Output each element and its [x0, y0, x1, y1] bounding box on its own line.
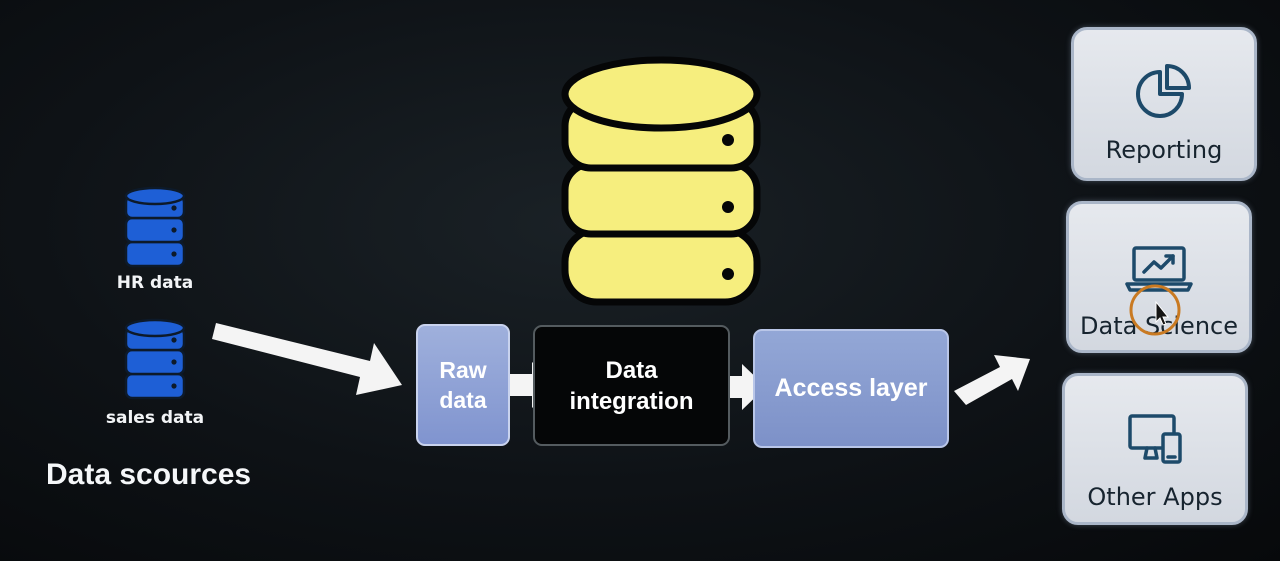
access-layer-box: Access layer	[753, 329, 949, 448]
sales-data-database-icon	[124, 318, 186, 400]
data-integration-label: Data integration	[569, 356, 694, 415]
hr-data-label: HR data	[116, 273, 194, 293]
access-layer-label: Access layer	[774, 374, 928, 402]
hr-data-database-icon	[124, 186, 186, 268]
devices-icon	[1128, 414, 1182, 464]
sales-data-label: sales data	[105, 408, 205, 428]
raw-data-box: Raw data	[416, 324, 510, 446]
pie-chart-icon	[1136, 64, 1191, 118]
integration-to-access-arrow-icon	[710, 364, 766, 410]
data-integration-box: Data integration	[533, 325, 730, 446]
other-apps-card[interactable]: Other Apps	[1062, 373, 1248, 525]
data-science-card[interactable]: Data Science	[1066, 201, 1252, 353]
raw-data-label: Raw data	[439, 357, 487, 413]
reporting-card[interactable]: Reporting	[1071, 27, 1257, 181]
other-apps-label: Other Apps	[1087, 483, 1223, 511]
central-database-icon	[561, 56, 761, 306]
laptop-chart-icon	[1125, 246, 1193, 292]
reporting-label: Reporting	[1105, 136, 1223, 164]
access-to-consumers-arrow-icon	[954, 355, 1030, 405]
data-sources-title: Data scources	[46, 458, 252, 491]
mouse-cursor-icon	[1129, 284, 1181, 336]
sources-to-raw-arrow-icon	[212, 323, 402, 395]
